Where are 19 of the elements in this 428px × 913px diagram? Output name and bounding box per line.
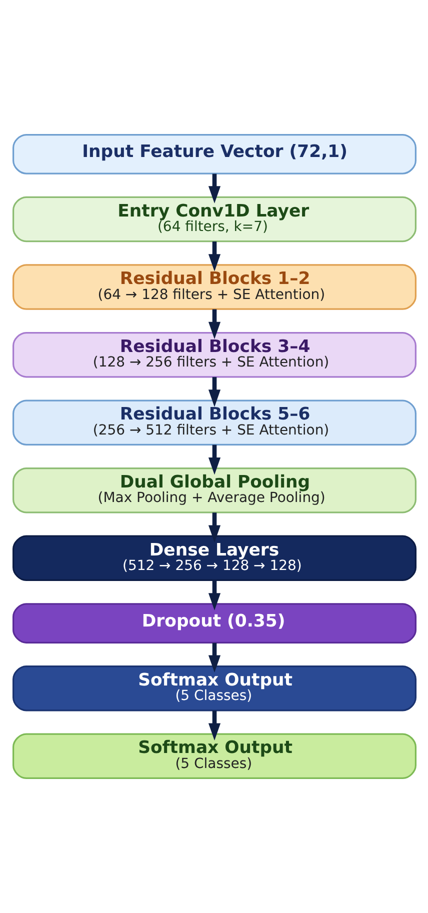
arrow bbox=[208, 174, 220, 204]
node-box: Softmax Output (5 Classes) bbox=[12, 733, 416, 779]
arrow bbox=[208, 710, 220, 740]
node-box: Dual Global Pooling (Max Pooling + Average Pooling) bbox=[12, 468, 416, 514]
arrow bbox=[208, 241, 220, 272]
arrow bbox=[208, 309, 220, 340]
arrow bbox=[208, 580, 220, 610]
arrow bbox=[208, 642, 220, 672]
node-box: Input Feature Vector (72,1) bbox=[12, 134, 416, 174]
node-box: Entry Conv1D Layer (64 filters, k=7) bbox=[12, 196, 416, 242]
arrow bbox=[208, 512, 220, 543]
node-box: Dropout (0.35) bbox=[12, 603, 416, 644]
node-box: Softmax Output (5 Classes) bbox=[12, 666, 416, 712]
node-box: Dense Layers (512 → 256 → 128 → 128) bbox=[12, 535, 416, 582]
node-box: Residual Blocks 3–4 (128 → 256 filters + SE Attention) bbox=[12, 332, 416, 378]
arrow bbox=[208, 444, 220, 475]
node-box: Residual Blocks 1–2 (64 → 128 filters + SE Attention) bbox=[12, 264, 416, 310]
node-box: Residual Blocks 5–6 (256 → 512 filters + SE Attention) bbox=[12, 400, 416, 446]
arrow bbox=[208, 377, 220, 407]
